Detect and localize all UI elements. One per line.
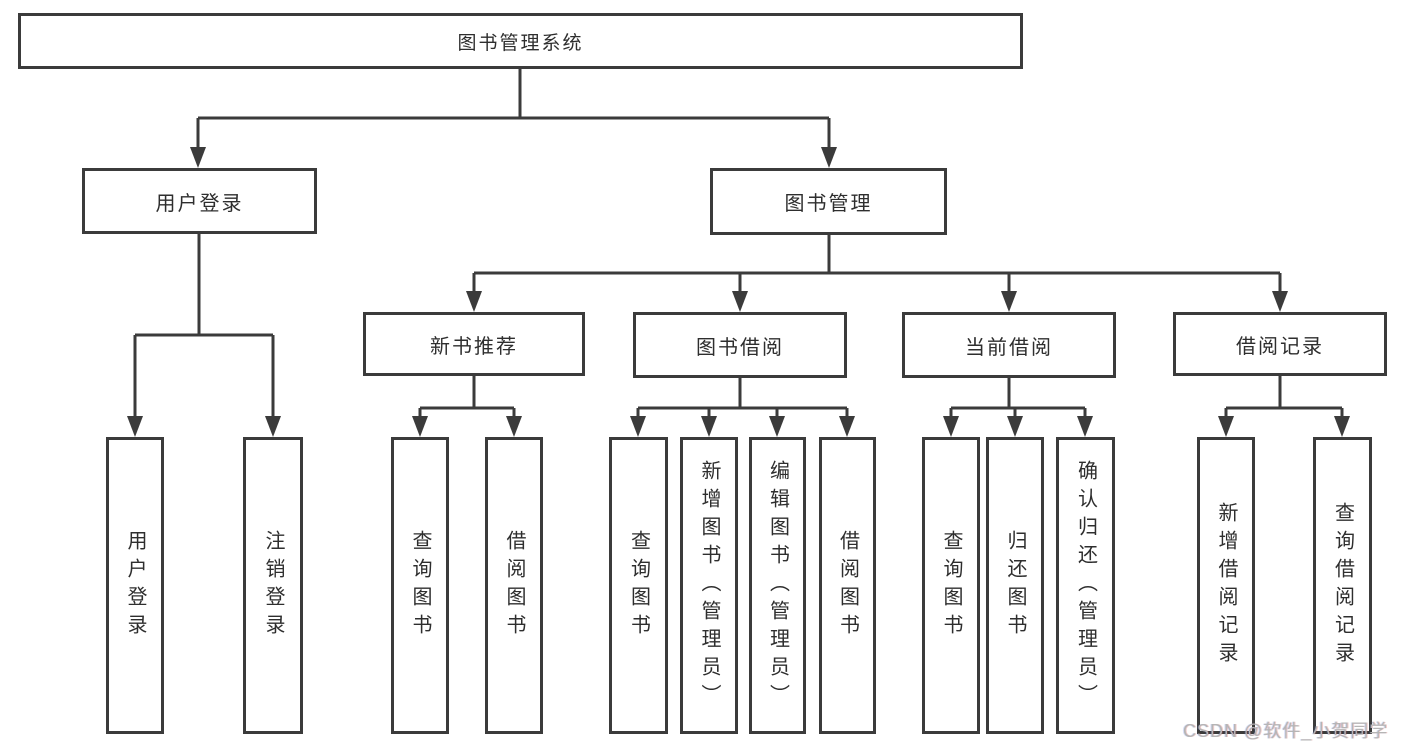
leaf-logout-login: 注销登录 (243, 437, 303, 734)
edge-root-to-level2 (190, 68, 837, 168)
leaf-query-books-current: 查询图书 (922, 437, 980, 734)
leaf-user-login: 用户登录 (106, 437, 164, 734)
edge-new-book-to-leaves (412, 376, 522, 437)
leaf-borrow-books-recommend: 借阅图书 (485, 437, 543, 734)
leaf-borrow-books: 借阅图书 (819, 437, 876, 734)
leaf-add-book-admin: 新增图书（管理员） (680, 437, 738, 734)
node-borrow-records: 借阅记录 (1173, 312, 1387, 376)
leaf-edit-book-admin: 编辑图书（管理员） (749, 437, 806, 734)
leaf-return-book: 归还图书 (986, 437, 1044, 734)
leaf-confirm-return-admin: 确认归还（管理员） (1056, 437, 1115, 734)
edge-book-borrow-to-leaves (630, 378, 855, 437)
edge-book-mgmt-to-level3 (466, 235, 1288, 312)
edge-current-borrow-to-leaves (943, 378, 1093, 437)
edge-user-login-to-leaves (127, 233, 281, 437)
leaf-query-books-recommend: 查询图书 (391, 437, 449, 734)
node-current-borrowing: 当前借阅 (902, 312, 1116, 378)
node-new-book-recommend: 新书推荐 (363, 312, 585, 376)
node-book-borrowing: 图书借阅 (633, 312, 847, 378)
node-root-system: 图书管理系统 (18, 13, 1023, 69)
leaf-query-borrow-record: 查询借阅记录 (1313, 437, 1372, 734)
node-user-login: 用户登录 (82, 168, 317, 234)
leaf-add-borrow-record: 新增借阅记录 (1197, 437, 1255, 734)
node-book-management: 图书管理 (710, 168, 947, 235)
csdn-watermark: CSDN @软件_小贺同学 (1183, 721, 1389, 741)
leaf-query-books-borrow: 查询图书 (609, 437, 668, 734)
edge-borrow-records-to-leaves (1218, 376, 1350, 437)
